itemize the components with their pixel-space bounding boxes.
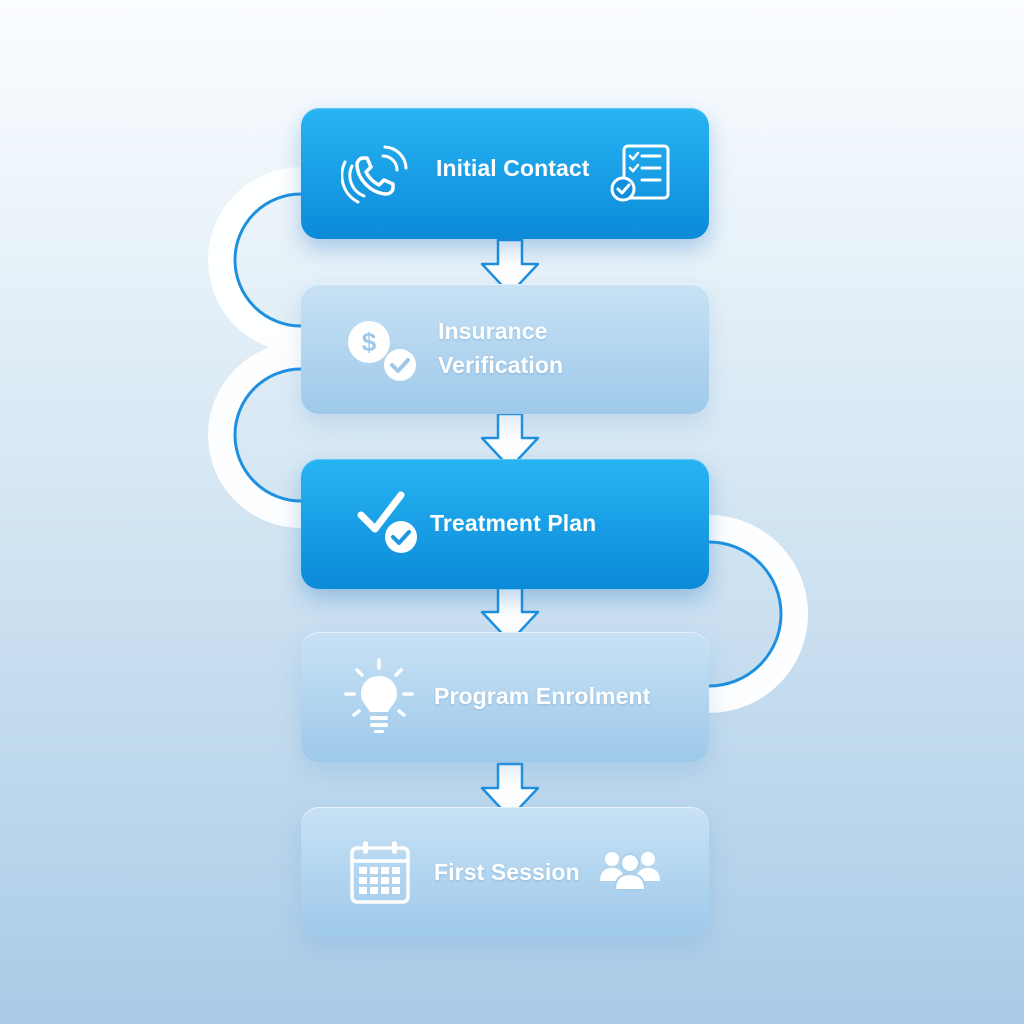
down-arrow-icon (480, 238, 540, 296)
step-label: Treatment Plan (430, 510, 597, 536)
phone-icon (341, 145, 408, 204)
step-program-enrolment[interactable]: Program Enrolment (301, 632, 709, 762)
step-initial-contact[interactable]: Initial Contact (301, 108, 709, 239)
loop-connector-3-4 (696, 515, 808, 713)
step-insurance-verification[interactable]: $ Insurance Verification (301, 284, 709, 414)
double-check-icon (357, 491, 417, 553)
loop-connector-2-3 (208, 342, 314, 528)
step-label: Insurance Verification (438, 318, 564, 378)
checklist-icon (610, 144, 670, 202)
lightbulb-icon (344, 658, 414, 733)
down-arrow-icon (480, 586, 540, 644)
dollar-check-icon: $ (348, 321, 416, 381)
step-label: First Session (434, 859, 580, 885)
down-arrow-icon (480, 762, 540, 820)
step-treatment-plan[interactable]: Treatment Plan (301, 459, 709, 589)
step-label: Initial Contact (436, 155, 590, 181)
group-icon (600, 852, 660, 891)
calendar-icon (350, 841, 410, 904)
step-label: Program Enrolment (434, 683, 651, 709)
step-first-session[interactable]: First Session (301, 807, 709, 937)
svg-text:$: $ (362, 327, 377, 357)
loop-connector-1-2 (208, 167, 314, 353)
down-arrow-icon (480, 412, 540, 470)
